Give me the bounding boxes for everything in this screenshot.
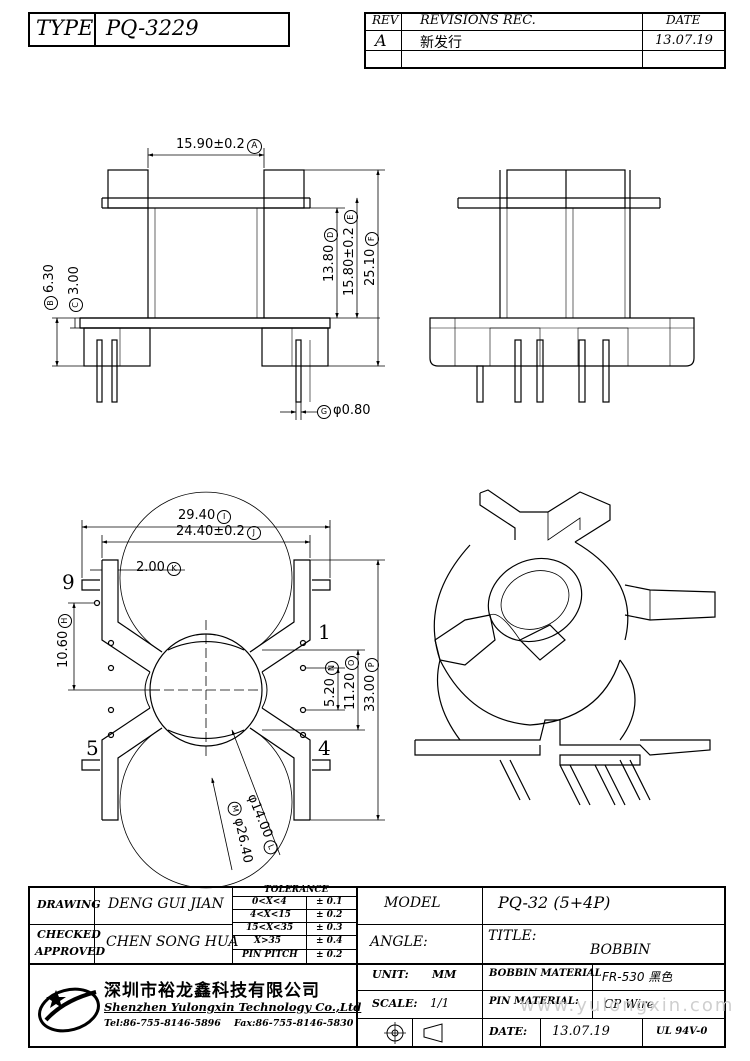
angle-label: ANGLE: [370,934,428,950]
dim-e: 15.80±0.2E [342,210,358,296]
revision-table [364,12,726,69]
company-fax: Fax:86-755-8146-5830 [234,1018,354,1029]
rev-hline [364,30,726,31]
title-label: TITLE: [488,928,537,944]
scale-value: 1/1 [430,996,450,1010]
rev-vline-2 [642,12,643,69]
tb-hline-2 [28,963,726,965]
tb-vline-10 [540,1018,541,1048]
date-value: 13.07.19 [552,1024,610,1039]
tb-vline-9 [642,1018,643,1048]
pin-label-1: 1 [318,620,331,644]
rev-value: A [375,31,387,50]
type-box [28,12,290,47]
company-name-en: Shenzhen Yulongxin Technology Co.,Ltd [104,1000,362,1014]
side-view [429,169,695,403]
bobbin-material-value: FR-530 黑色 [602,970,673,984]
front-view [79,169,331,403]
drawing-label: DRAWING [37,898,101,911]
approved-label: APPROVED [35,945,106,958]
title-block [28,886,726,1048]
dim-h: 10.60H [56,613,72,668]
type-label: TYPE [36,16,94,40]
tb-vline-7 [412,1018,413,1048]
tb-vline-2 [232,886,233,963]
model-value: PQ-32 (5+4P) [498,893,611,912]
projection-symbol [384,1022,443,1044]
watermark: www.yulongxin.com [520,995,735,1016]
tol-range-1: 4<X<15 [250,910,291,920]
tb-hline-8 [356,924,726,925]
tol-val-1: ± 0.2 [316,910,343,920]
revisions-label: REVISIONS REC. [420,13,536,28]
pin-label-9: 9 [62,570,75,594]
tb-hline-4 [232,909,356,910]
title-value: BOBBIN [590,942,651,958]
tol-range-2: 15<X<35 [246,923,294,933]
tol-val-4: ± 0.2 [316,950,343,960]
bottom-view-dims [68,520,385,871]
company-tel: Tel:86-755-8146-5896 [104,1018,221,1029]
dim-d: 13.80D [322,227,338,282]
scale-label: SCALE: [372,997,418,1010]
dim-p: 33.00P [363,657,379,712]
unit-value: MM [432,968,457,981]
checked-label: CHECKED [37,928,101,941]
pin-material-label: PIN MATERIAL: [489,996,579,1007]
rev-hline-2 [364,50,726,51]
pin-label-5: 5 [86,736,99,760]
tb-hline-3 [232,896,356,897]
rev-label: REV [372,13,399,27]
front-view-dims [52,148,385,420]
tb-vline-3 [306,896,307,963]
tol-val-0: ± 0.1 [316,897,343,907]
dim-f: 25.10F [363,231,379,286]
dim-c: C3.00 [67,266,83,312]
bobbin-material-label: BOBBIN MATERIAL [489,968,602,979]
dim-b: B6.30 [42,264,58,310]
tb-hline-9 [356,990,726,991]
type-divider [94,12,96,47]
tol-val-2: ± 0.3 [316,923,343,933]
pin-label-4: 4 [318,736,331,760]
dim-n: 5.20N [323,661,339,707]
tb-hline-10 [356,1018,726,1019]
date-header: DATE [666,13,701,27]
revision-date: 13.07.19 [655,33,713,48]
tb-hline-7 [232,949,356,950]
unit-label: UNIT: [372,968,409,981]
tolerance-label: TOLERANCE [264,885,329,895]
type-value: PQ-3229 [106,16,199,40]
pin-material-value: CP Wire [604,997,654,1011]
model-label: MODEL [384,895,441,911]
drawing-value: DENG GUI JIAN [108,896,224,912]
isometric-view [414,489,716,806]
dim-o: 11.20O [343,655,359,710]
tol-range-3: X>35 [254,936,282,946]
tol-range-4: PIN PITCH [242,950,298,960]
checked-value: CHEN SONG HUA [106,934,239,950]
company-logo [38,987,100,1033]
ul-value: UL 94V-0 [656,1026,708,1037]
date-label: DATE: [489,1025,528,1038]
tb-hline-5 [232,922,356,923]
tb-vline-4 [356,886,358,1048]
tol-val-3: ± 0.4 [316,936,343,946]
rev-vline [401,12,402,69]
revision-text: 新发行 [420,35,462,51]
tb-vline-6 [482,963,483,1048]
tb-hline-1 [28,924,232,925]
tol-range-0: 0<X<4 [252,897,287,907]
tb-hline-6 [232,935,356,936]
company-name-cn: 深圳市裕龙鑫科技有限公司 [104,981,320,1001]
